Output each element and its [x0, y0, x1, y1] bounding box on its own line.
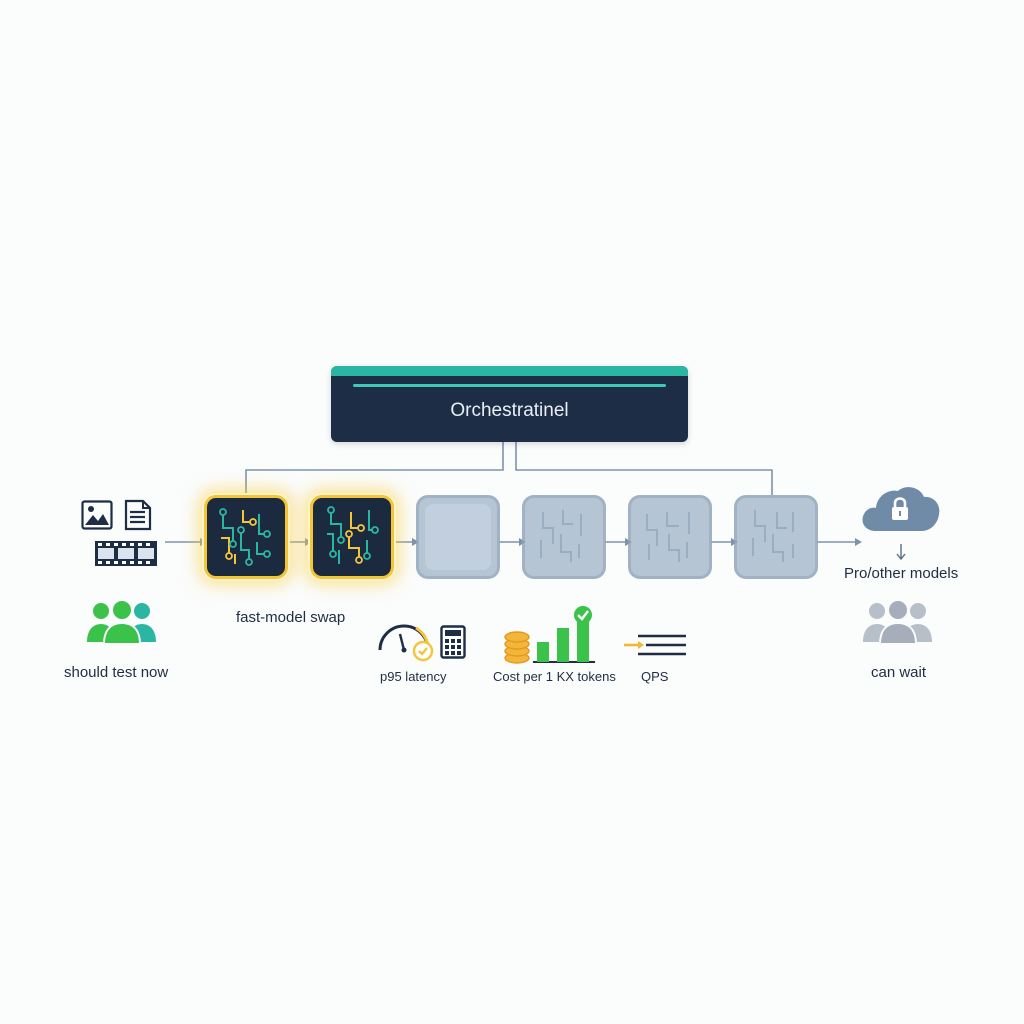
calculator-icon: [440, 625, 466, 659]
cloud-lock-icon: [862, 487, 940, 531]
image-icon: [81, 500, 113, 530]
orchestrator-box: Orchestratinel: [331, 366, 688, 442]
circuit-icon: [327, 506, 379, 564]
latency-label: p95 latency: [380, 669, 447, 684]
cost-label: Cost per 1 KX tokens: [493, 669, 616, 684]
bar-growth-icon: [533, 606, 595, 663]
model-node-5[interactable]: [628, 495, 712, 579]
gauge-icon: [378, 624, 434, 662]
orchestrator-stripe: [353, 384, 666, 387]
empty-slot: [425, 504, 491, 570]
throughput-icon: [624, 634, 686, 656]
can-wait-label: can wait: [871, 664, 927, 681]
qps-label: QPS: [641, 669, 669, 684]
orchestrator-branch-right: [515, 442, 773, 495]
circuit-icon: [540, 510, 582, 562]
users-green-icon: [87, 599, 156, 645]
model-node-6[interactable]: [734, 495, 818, 579]
model-node-1[interactable]: [204, 495, 288, 579]
model-node-2[interactable]: [310, 495, 394, 579]
active-swap-label: fast-model swap: [236, 609, 346, 626]
orchestrator-title: Orchestratinel: [450, 400, 569, 421]
should-test-label: should test now: [64, 664, 169, 681]
users-gray-icon: [863, 599, 932, 645]
coins-icon: [504, 631, 530, 664]
orchestrator-header-bar: [331, 366, 688, 376]
document-icon: [124, 499, 152, 531]
model-node-3[interactable]: [416, 495, 500, 579]
circuit-icon: [646, 512, 690, 562]
film-icon: [95, 541, 157, 566]
orchestrator-branch-left: [245, 442, 504, 495]
model-node-4[interactable]: [522, 495, 606, 579]
circuit-icon: [752, 510, 794, 562]
other-models-label: Pro/other models: [844, 565, 959, 582]
circuit-icon: [219, 508, 271, 566]
